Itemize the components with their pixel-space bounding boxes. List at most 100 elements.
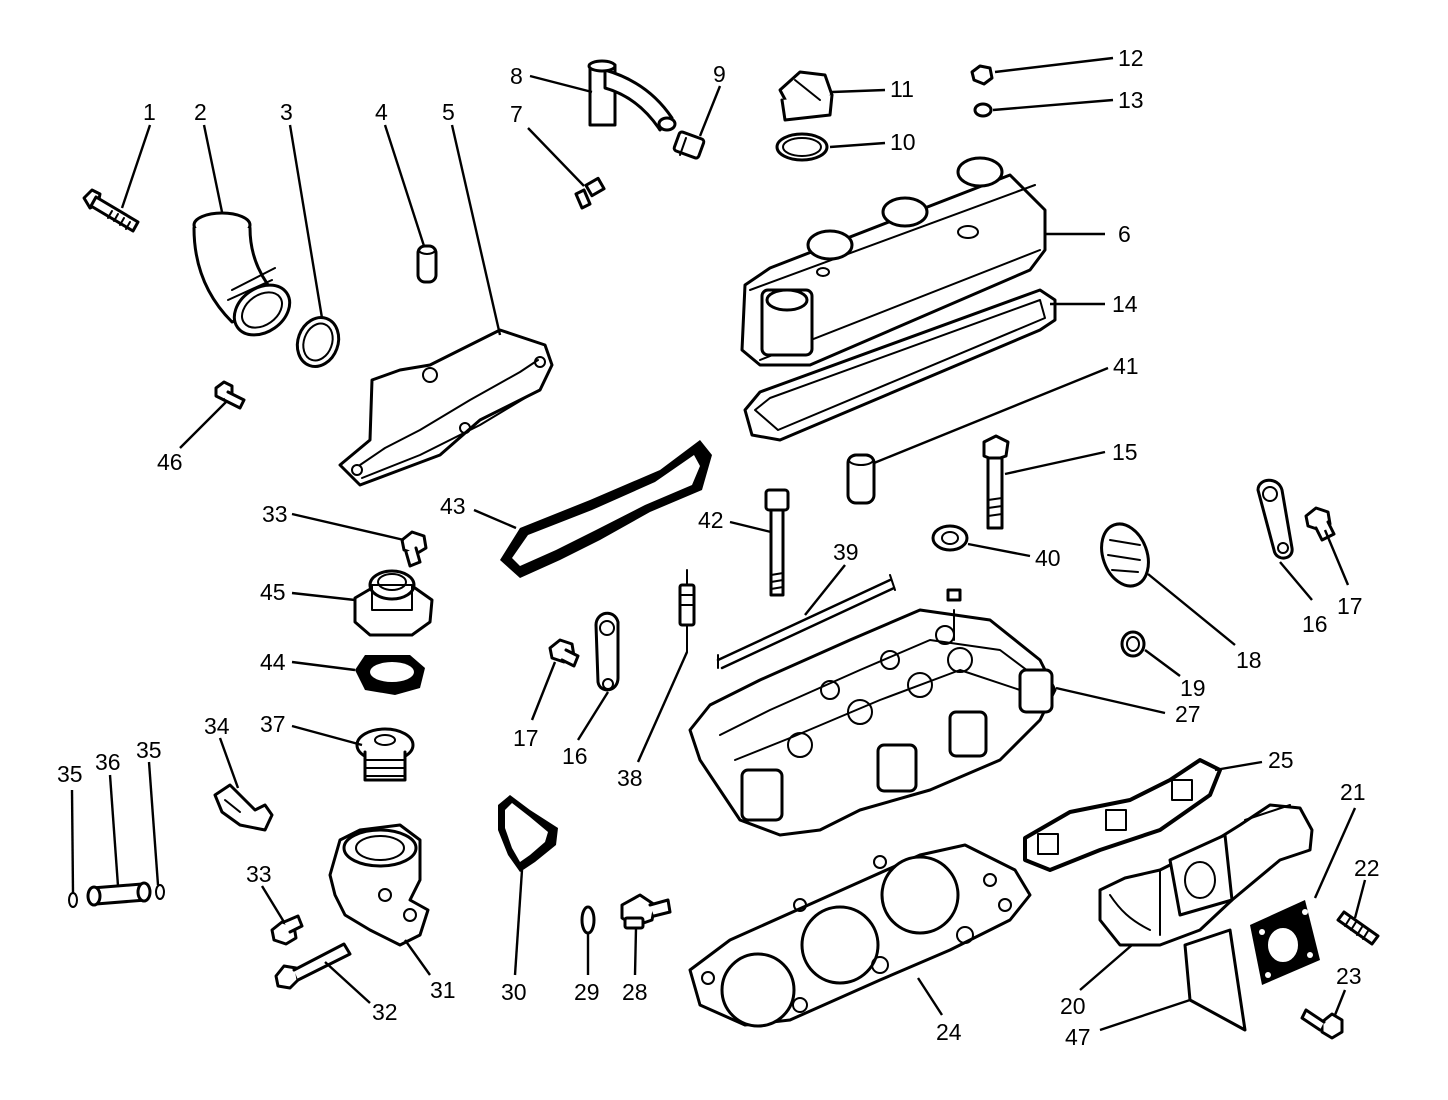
callout-33-upper: 33 (262, 501, 288, 527)
nut-part (970, 64, 994, 86)
sealing-washer-part (580, 905, 596, 935)
callout-47: 47 (1065, 1024, 1091, 1050)
leader-9 (698, 85, 722, 137)
leader-37 (291, 724, 363, 747)
leader-32 (324, 961, 371, 1004)
leader-35-right (147, 761, 160, 886)
callout-39: 39 (833, 539, 859, 565)
leader-47 (1099, 998, 1191, 1032)
leader-35-left (70, 789, 75, 894)
callout-4: 4 (375, 99, 388, 125)
callout-18: 18 (1236, 647, 1262, 673)
callout-11: 11 (890, 76, 914, 102)
callout-22: 22 (1354, 855, 1380, 881)
leader-lines (70, 56, 1367, 1032)
callout-32: 32 (372, 999, 398, 1025)
callout-16-left: 16 (562, 743, 588, 769)
leader-18 (1147, 573, 1236, 646)
leader-28 (633, 927, 638, 976)
leader-45 (291, 591, 356, 602)
leader-31 (404, 939, 431, 976)
callout-13: 13 (1118, 87, 1144, 113)
callout-9: 9 (713, 61, 726, 87)
long-bolt-part-32 (274, 942, 352, 990)
callout-5: 5 (442, 99, 455, 125)
callout-20: 20 (1060, 993, 1086, 1019)
breather-pipe-part (587, 59, 677, 132)
head-bolt-part (764, 488, 790, 597)
callout-25: 25 (1268, 747, 1294, 773)
core-plug-part (1100, 522, 1150, 588)
callout-6: 6 (1118, 221, 1131, 247)
leader-22 (1353, 879, 1367, 919)
head-gasket-part (688, 843, 1032, 1028)
leader-27 (1055, 686, 1166, 715)
leader-36 (108, 774, 120, 887)
fitting-part (672, 130, 706, 160)
leader-24 (916, 977, 944, 1016)
callout-7: 7 (510, 101, 523, 127)
callout-34: 34 (204, 713, 230, 739)
callout-37: 37 (260, 711, 286, 737)
small-plug-part (1120, 630, 1146, 658)
manifold-gasket-part (500, 440, 712, 578)
leader-8 (529, 74, 593, 94)
leader-38 (636, 651, 689, 763)
callout-21: 21 (1340, 779, 1366, 805)
o-ring-left-part (68, 892, 78, 908)
oil-filler-cap-part (778, 70, 834, 122)
leader-19 (1144, 649, 1181, 677)
sleeve-part (846, 453, 876, 505)
callout-24: 24 (936, 1019, 962, 1045)
leader-3 (288, 124, 324, 319)
callout-35-left: 35 (57, 761, 83, 787)
long-bolt-part (982, 434, 1010, 530)
callout-12: 12 (1118, 45, 1144, 71)
busbar-part (716, 574, 896, 670)
callout-31: 31 (430, 977, 456, 1003)
temperature-switch-part (213, 783, 274, 832)
washer-part (973, 102, 993, 118)
bolt-part (82, 188, 140, 233)
callout-16-right: 16 (1302, 611, 1328, 637)
flange-gasket-part (1250, 900, 1320, 985)
leader-17-left (530, 661, 557, 721)
callout-1: 1 (143, 99, 156, 125)
leader-44 (291, 660, 356, 672)
callout-41: 41 (1113, 353, 1139, 379)
thermostat-housing-part (328, 823, 430, 947)
o-ring-part (295, 316, 341, 368)
callout-2: 2 (194, 99, 207, 125)
plug-tube-part (86, 881, 152, 907)
exhaust-gasket-part (1023, 758, 1222, 872)
callout-17-right: 17 (1337, 593, 1363, 619)
cylinder-head-part (688, 588, 1057, 837)
leader-7 (527, 127, 585, 187)
water-manifold-part (338, 328, 554, 487)
valve-cover-gasket-part (743, 288, 1057, 442)
leader-39 (804, 564, 846, 616)
leader-42 (729, 520, 772, 534)
callout-28: 28 (622, 979, 648, 1005)
callout-14: 14 (1112, 291, 1138, 317)
callout-44: 44 (260, 649, 286, 675)
leader-4 (383, 124, 426, 247)
leader-23 (1333, 989, 1347, 1016)
bracket-plate-part (1183, 928, 1247, 1032)
bolt-part-33-lower (270, 914, 304, 946)
callout-43: 43 (440, 493, 466, 519)
leader-10 (829, 141, 886, 149)
leader-13 (992, 98, 1114, 112)
small-bolt-part (574, 176, 606, 210)
callout-3: 3 (280, 99, 293, 125)
callout-40: 40 (1035, 545, 1061, 571)
leader-21 (1313, 807, 1357, 899)
leader-46 (179, 401, 227, 449)
callout-10: 10 (890, 129, 916, 155)
lifting-eye-part-left (594, 611, 620, 692)
sender-part (620, 893, 672, 930)
bolt-part-23 (1300, 1008, 1344, 1040)
callout-30: 30 (501, 979, 527, 1005)
leader-34 (218, 737, 240, 789)
